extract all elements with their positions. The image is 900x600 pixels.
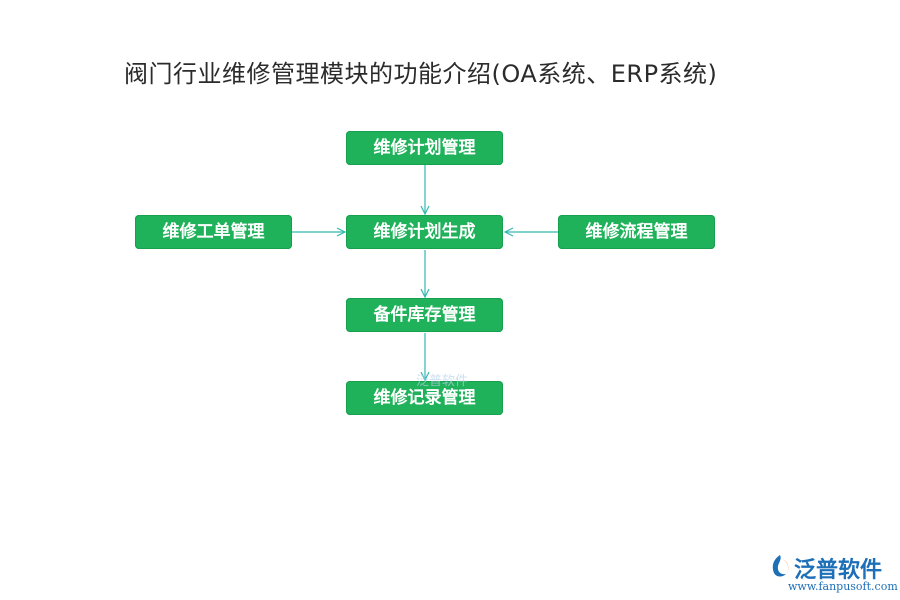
node-process: 维修流程管理 [558, 215, 715, 249]
brand-url: www.fanpusoft.com [788, 580, 898, 593]
node-maintenance-plan: 维修计划管理 [346, 131, 503, 165]
node-maintenance-record: 维修记录管理 [346, 381, 503, 415]
brand-name: 泛普软件 [794, 558, 883, 583]
watermark-text: 泛普软件 [416, 374, 469, 389]
diagram-title: 阀门行业维修管理模块的功能介绍(OA系统、ERP系统) [124, 60, 718, 88]
node-work-order: 维修工单管理 [135, 215, 292, 249]
brand-logo-block: 泛普软件 www.fanpusoft.com [766, 550, 898, 596]
brand-logo-icon [772, 555, 789, 577]
node-plan-generation: 维修计划生成 [346, 215, 503, 249]
node-spare-parts: 备件库存管理 [346, 298, 503, 332]
